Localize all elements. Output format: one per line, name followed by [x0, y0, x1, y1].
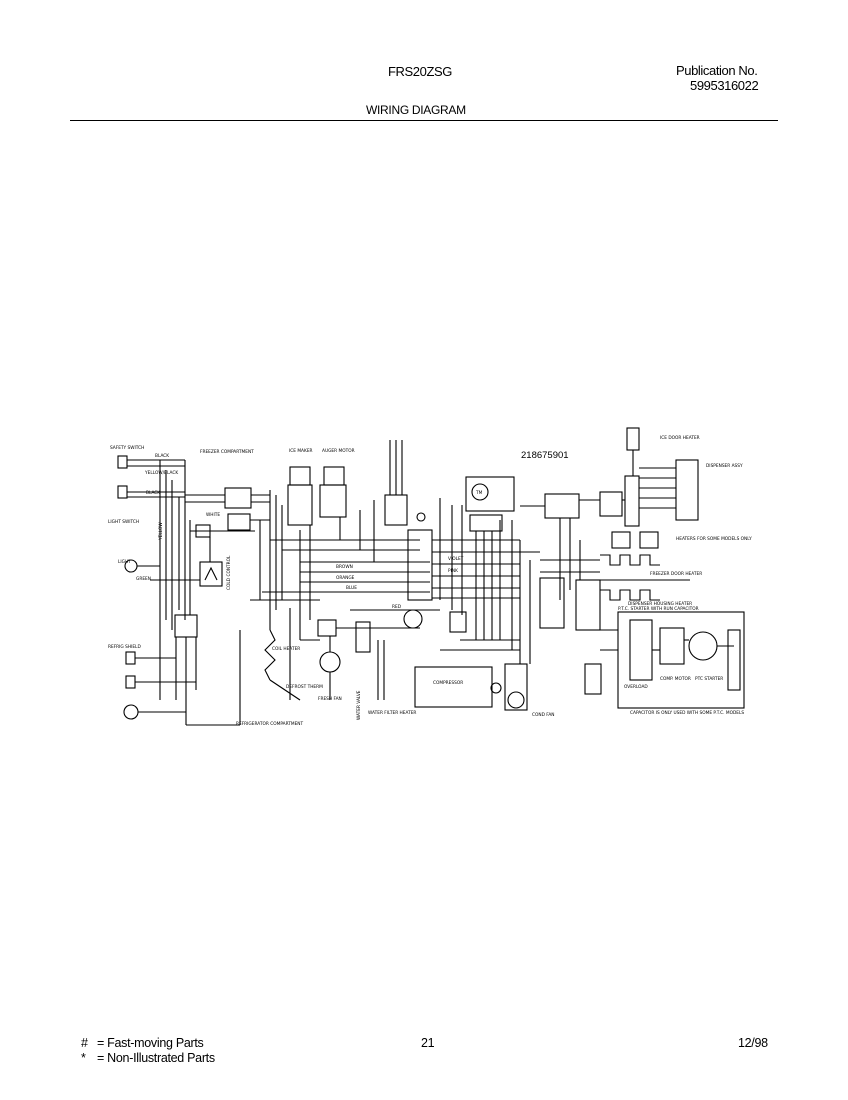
label-pink: PINK [448, 568, 458, 574]
label-ptc-starter: P.T.C. STARTER WITH RUN CAPACITOR [618, 606, 699, 612]
label-violet: VIOLET [448, 556, 464, 562]
label-black: BLACK [155, 453, 169, 459]
label-timer: TM [475, 490, 483, 496]
publication-label: Publication No. [676, 63, 758, 78]
cond-fan-box [504, 663, 528, 711]
dispenser-assy-box [675, 459, 699, 521]
auger-motor-symbol [323, 466, 345, 486]
legend-text: = Fast-moving Parts [97, 1036, 204, 1050]
label-defrost-therm: DEFROST THERM [286, 684, 323, 690]
dispenser-housing-heater-symbol [600, 589, 660, 601]
model-number: FRS20ZSG [388, 64, 452, 79]
defrost-therm-symbol [403, 609, 423, 629]
ice-maker-symbol [289, 466, 311, 486]
label-refrigerator-compartment: REFRIGERATOR COMPARTMENT [236, 721, 304, 727]
label-freezer-compartment: FREEZER COMPARTMENT [200, 449, 254, 455]
legend-symbol: # [81, 1036, 88, 1050]
revision-date: 12/98 [738, 1036, 768, 1050]
label-yellow-black: YELLOW/BLACK [144, 470, 178, 476]
coil-heater-symbol [264, 629, 276, 681]
terminal-block [407, 529, 433, 601]
label-ice-maker: ICE MAKER [289, 448, 313, 454]
label-yellow: YELLOW [158, 522, 164, 541]
junction-block [174, 614, 198, 638]
page-number: 21 [421, 1036, 435, 1050]
legend-symbol: * [81, 1051, 86, 1065]
cond-fan-symbol [507, 691, 525, 709]
label-red: RED [392, 604, 402, 610]
safety-switch-symbol [117, 455, 128, 469]
label-dispenser-housing-heater: DISPENSER HOUSING HEATER [628, 601, 692, 607]
label-dispenser-assy: DISPENSER ASSY [706, 463, 743, 469]
label-water-valve: WATER VALVE [356, 690, 362, 720]
label-compressor: COMPRESSOR [433, 680, 463, 686]
publication-number: 5995316022 [690, 78, 759, 93]
label-comp-motor: COMP. MOTOR [660, 676, 691, 682]
label-white: WHITE [206, 512, 220, 518]
ptc-starter-box [617, 611, 745, 709]
label-refrig-shield: REFRIG SHIELD [108, 644, 141, 650]
defrost-timer-box [465, 476, 515, 512]
light-bulb-lower-symbol [123, 704, 139, 720]
header-rule [70, 120, 778, 121]
label-overload: OVERLOAD [624, 684, 648, 690]
ice-door-heater-symbol [626, 427, 640, 451]
cold-control-symbol [199, 561, 223, 587]
water-valve-symbol [355, 621, 371, 653]
diagram-part-number: 218675901 [521, 450, 569, 461]
label-ptc-starter-short: PTC STARTER [695, 676, 723, 682]
freezer-connector-2 [227, 513, 251, 531]
compressor-symbol [414, 666, 493, 708]
legend-non-illustrated: * = Non-Illustrated Parts [81, 1051, 215, 1065]
label-ice-door-heater: ICE DOOR HEATER [660, 435, 700, 441]
label-brown: BROWN [336, 564, 353, 570]
legend-text: = Non-Illustrated Parts [97, 1051, 215, 1065]
defrost-timer-icon [471, 483, 489, 501]
label-fresh-fan: FRESH FAN [318, 696, 342, 702]
label-green: GREEN [136, 576, 151, 582]
label-cond-fan: COND FAN [532, 712, 555, 718]
power-cord-plug [384, 494, 408, 526]
fresh-fan-symbol [319, 651, 341, 673]
dispenser-connector [544, 493, 580, 519]
label-orange: ORANGE [336, 575, 355, 581]
freezer-door-heater-symbol [600, 554, 660, 566]
label-coil-heater: COIL HEATER [272, 646, 300, 652]
label-capacitor-note: CAPACITOR IS ONLY USED WITH SOME P.T.C. … [630, 710, 744, 716]
label-freezer-door-heater: FREEZER DOOR HEATER [650, 571, 702, 577]
label-light: LIGHT [118, 559, 131, 565]
label-cold-control: COLD CONTROL [226, 555, 232, 590]
label-auger-motor: AUGER MOTOR [322, 448, 355, 454]
label-light-switch: LIGHT SWITCH [108, 519, 139, 525]
label-water-filter-heater: WATER FILTER HEATER [368, 710, 416, 716]
page-title: WIRING DIAGRAM [366, 103, 466, 117]
freezer-connector-1 [224, 487, 252, 509]
legend-fast-moving: # = Fast-moving Parts [81, 1036, 204, 1050]
label-black-2: BLACK [146, 490, 160, 496]
label-heaters-note: HEATERS FOR SOME MODELS ONLY [676, 536, 752, 542]
label-blue: BLUE [346, 585, 357, 591]
label-safety-switch: SAFETY SWITCH [110, 445, 144, 451]
light-switch-symbol [117, 485, 128, 499]
publication-block: Publication No. 5995316022 [676, 63, 759, 93]
